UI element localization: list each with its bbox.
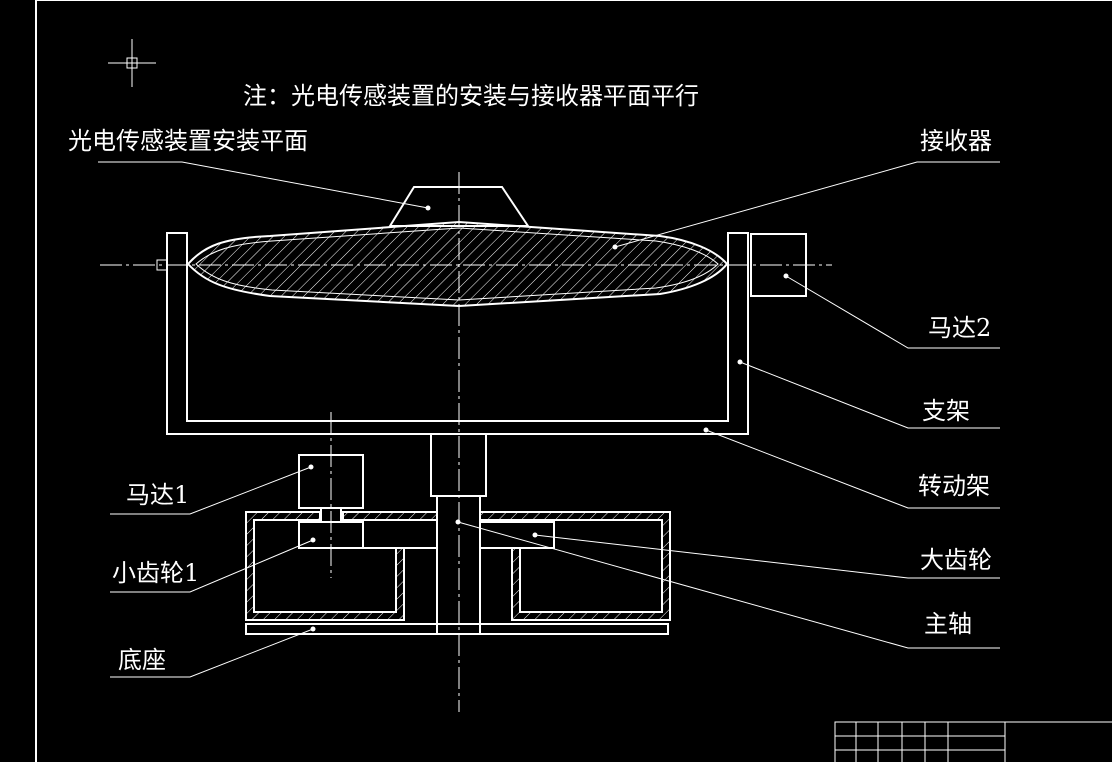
label-main-shaft: 主轴: [924, 610, 972, 638]
receiver-disc: [186, 220, 729, 308]
label-sensor-plane: 光电传感装置安装平面: [68, 127, 308, 155]
label-receiver: 接收器: [920, 127, 992, 155]
label-motor-1: 马达1: [126, 481, 189, 509]
installation-note: 注：光电传感装置的安装与接收器平面平行: [243, 82, 699, 110]
leader-lines: [98, 161, 1000, 678]
gear-housing: [245, 511, 671, 621]
label-bracket: 支架: [922, 397, 970, 425]
label-small-gear-1: 小齿轮1: [112, 559, 199, 587]
bracket: [166, 232, 749, 435]
label-large-gear: 大齿轮: [920, 546, 992, 574]
large-gear: [479, 521, 555, 549]
label-base: 底座: [118, 646, 166, 674]
small-gear-1: [298, 521, 364, 549]
label-motor-2: 马达2: [928, 314, 991, 342]
label-rotating-frame: 转动架: [918, 472, 990, 500]
cursor-crosshair-icon: [108, 39, 156, 87]
motor-2: [750, 233, 807, 297]
leader-dots: [308, 205, 789, 632]
title-block-grid: [834, 721, 1112, 762]
receiver-disc-inner-outline: [195, 227, 719, 301]
base-plate: [245, 623, 669, 635]
